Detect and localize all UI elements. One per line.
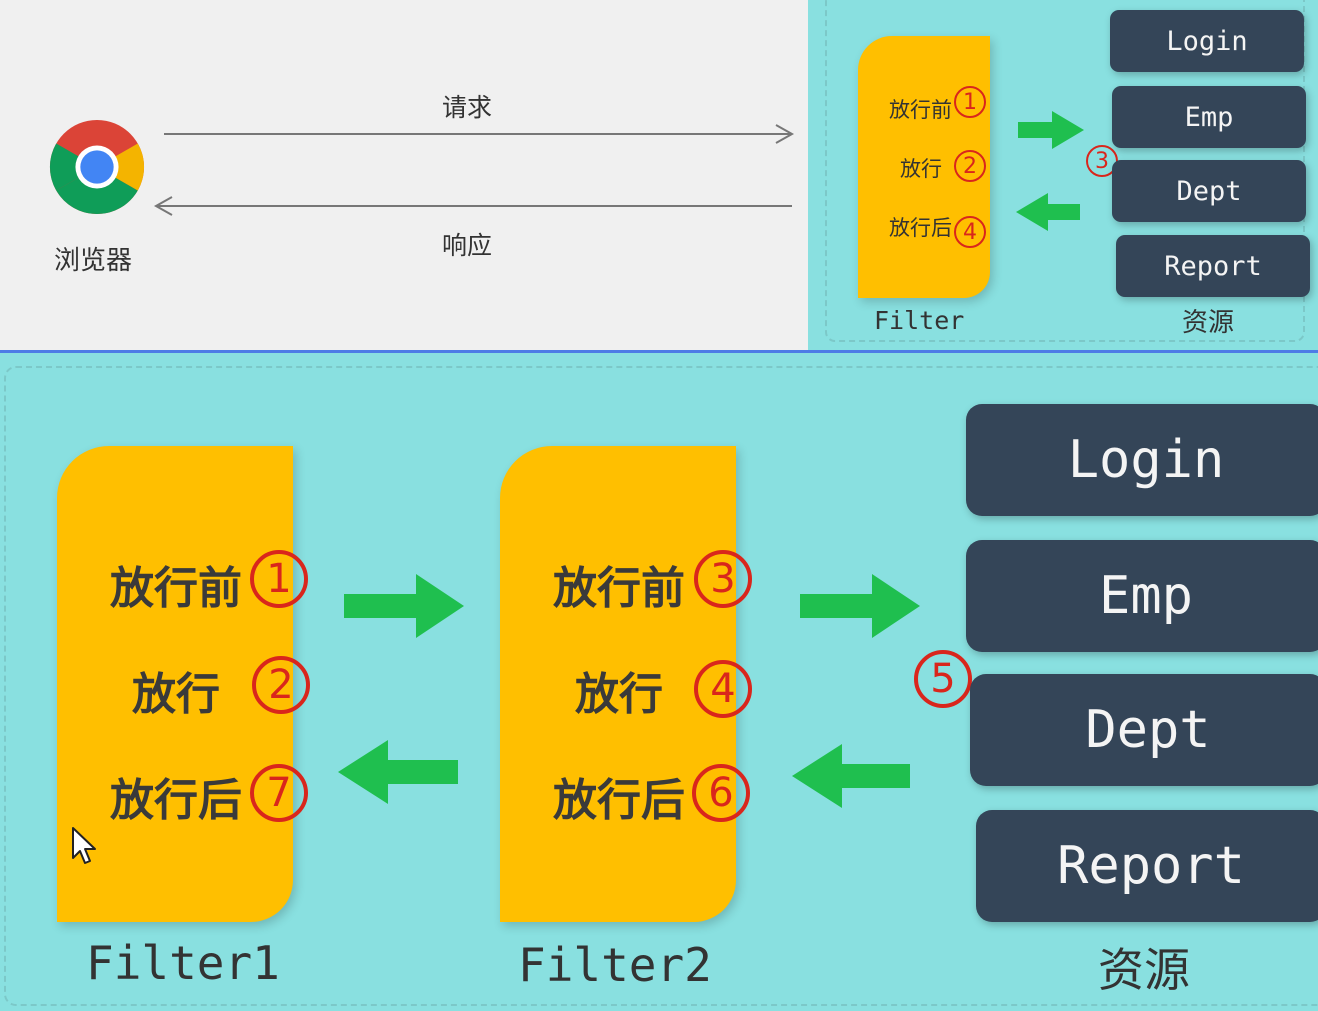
- filter-step-pass: 放行: [900, 157, 942, 181]
- step-badge: 2: [252, 656, 310, 714]
- arrow-left: [792, 744, 910, 808]
- browser-flow-panel: 浏览器 请求 响应: [0, 0, 808, 350]
- arrow-right: [344, 574, 464, 638]
- step-badge: 4: [954, 216, 986, 248]
- resource-dept: Dept: [1112, 160, 1306, 222]
- filter2-step-after: 放行后: [553, 775, 685, 826]
- mouse-pointer-icon: [72, 827, 96, 864]
- step-badge: 1: [250, 550, 308, 608]
- request-arrow: [164, 124, 795, 144]
- request-response-arrows: [153, 124, 795, 216]
- panel-border: [4, 366, 1318, 1006]
- step-badge: 7: [250, 764, 308, 822]
- response-label: 响应: [442, 231, 493, 260]
- step-badge: 3: [694, 550, 752, 608]
- filter2-step-before: 放行前: [553, 563, 685, 614]
- arrow-right: [800, 574, 920, 638]
- filter1-step-after: 放行后: [110, 775, 242, 826]
- resource-step-badge: 5: [914, 650, 972, 708]
- resource-login: Login: [966, 404, 1318, 516]
- arrow-left: [338, 740, 458, 804]
- step-badge: 2: [954, 150, 986, 182]
- browser-label: 浏览器: [54, 246, 133, 276]
- step-badge: 1: [954, 86, 986, 118]
- arrow-left: [1016, 193, 1080, 231]
- step-badge: 6: [692, 764, 750, 822]
- resource-emp: Emp: [1112, 86, 1306, 148]
- resource-dept: Dept: [970, 674, 1318, 786]
- chain-arrows-1: [338, 574, 464, 804]
- filter1-step-pass: 放行: [132, 669, 220, 720]
- arrow-right: [1018, 111, 1084, 149]
- response-arrow: [153, 196, 792, 216]
- filter-step-after: 放行后: [889, 216, 952, 240]
- chain-arrows-2: [792, 574, 920, 808]
- chrome-icon: [49, 119, 145, 215]
- filter2-step-pass: 放行: [575, 669, 663, 720]
- resources-caption: 资源: [1182, 308, 1235, 338]
- resource-report: Report: [976, 810, 1318, 922]
- filter-step-before: 放行前: [889, 98, 952, 122]
- filter1-step-before: 放行前: [110, 563, 242, 614]
- top-flow-arrows: [1016, 111, 1084, 231]
- filter1-caption: Filter1: [86, 936, 280, 990]
- filter2-caption: Filter2: [518, 938, 712, 992]
- resources-caption: 资源: [1098, 943, 1190, 997]
- filter-caption: Filter: [874, 306, 965, 335]
- resource-emp: Emp: [966, 540, 1318, 652]
- step-badge: 4: [694, 660, 752, 718]
- section-divider: [0, 350, 1318, 353]
- resource-login: Login: [1110, 10, 1304, 72]
- resource-report: Report: [1116, 235, 1310, 297]
- request-label: 请求: [442, 93, 493, 122]
